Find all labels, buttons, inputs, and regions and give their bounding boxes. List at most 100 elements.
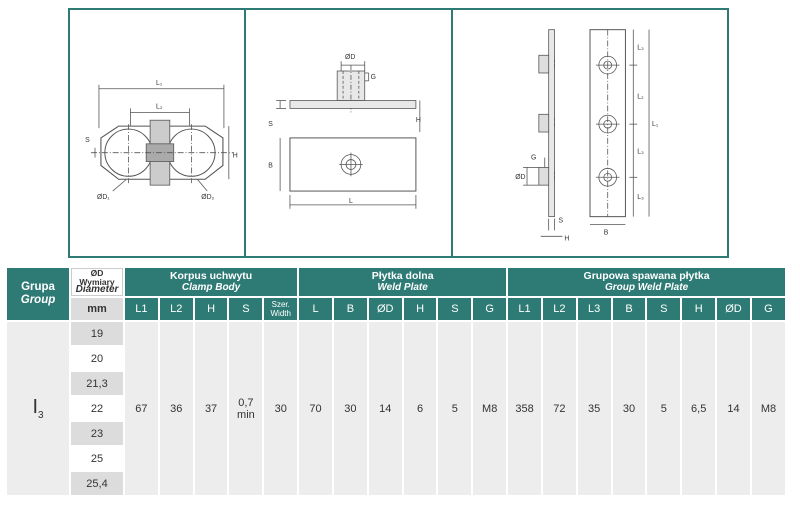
grupa-header: Grupa Group — [7, 268, 69, 320]
col-weld-h: H — [403, 298, 437, 320]
clamp-body-title-en: Clamp Body — [181, 282, 241, 293]
weld-plate-svg: ØD G S H B L — [268, 54, 421, 209]
col-group-g: G — [751, 298, 785, 320]
diameter-cell: 21,3 — [71, 372, 123, 395]
label-h: H — [416, 117, 421, 124]
col-group-l2: L2 — [542, 298, 576, 320]
col-weld-b: B — [333, 298, 367, 320]
value-clamp-width: 30 — [264, 322, 298, 495]
diameter-header-line1: ØD — [90, 268, 104, 279]
value-group-g: M8 — [751, 322, 785, 495]
label-d: ØD — [345, 54, 355, 61]
col-clamp-s: S — [229, 298, 263, 320]
col-weld-l: L — [299, 298, 332, 320]
weld-plate-title-pl: Płytka dolna — [371, 270, 434, 282]
col-clamp-width: Szer. Width — [264, 298, 298, 320]
group-value-cell: I3 — [7, 322, 69, 495]
diameter-header-line2: Wymiary — [79, 276, 115, 287]
label-l: L — [349, 198, 353, 205]
spec-table: Grupa Group ØD Wymiary Diameter Korpus u… — [5, 266, 787, 497]
col-group-l1: L1 — [508, 298, 541, 320]
width-label-en: Width — [270, 309, 291, 318]
spec-table-wrapper: Grupa Group ØD Wymiary Diameter Korpus u… — [5, 266, 787, 497]
label-d1: ØD₁ — [97, 194, 110, 201]
grupa-label-pl: Grupa — [21, 281, 55, 293]
value-group-l3: 35 — [577, 322, 611, 495]
value-weld-h: 6 — [403, 322, 437, 495]
col-weld-d: ØD — [368, 298, 402, 320]
diameter-cell: 25 — [71, 447, 123, 470]
value-clamp-s: 0,7 min — [229, 322, 263, 495]
diameter-header: ØD Wymiary Diameter — [71, 268, 123, 296]
value-group-s: 5 — [647, 322, 681, 495]
value-clamp-l1: 67 — [125, 322, 158, 495]
col-weld-s: S — [438, 298, 472, 320]
group-plate-drawing: ØD G L₃ L₂ L₃ L₁ L₃ S H B — [451, 10, 727, 256]
col-clamp-h: H — [194, 298, 228, 320]
label-l3-bottom: L₃ — [637, 194, 644, 201]
group-weld-plate-title-en: Group Weld Plate — [604, 282, 689, 293]
grupa-label-en: Group — [20, 294, 56, 306]
diameter-cell: 19 — [71, 322, 123, 345]
group-plate-svg: ØD G L₃ L₂ L₃ L₁ L₃ S H B — [515, 29, 659, 242]
weld-plate-title-en: Weld Plate — [377, 282, 428, 293]
label-l1: L₁ — [156, 80, 163, 87]
label-l2: L₂ — [156, 103, 163, 110]
diameter-header-line3: Diameter — [75, 284, 119, 296]
label-l1: L₁ — [652, 121, 659, 128]
col-weld-g: G — [473, 298, 507, 320]
label-s: S — [85, 137, 90, 144]
value-weld-l: 70 — [299, 322, 332, 495]
group-weld-plate-group-header: Grupowa spawana płytka Group Weld Plate — [508, 268, 785, 296]
label-d2: ØD₂ — [201, 194, 214, 201]
col-clamp-l1: L1 — [125, 298, 158, 320]
drawings-frame: L₁ L₂ S H ØD₁ ØD₂ — [68, 8, 729, 258]
col-group-h: H — [682, 298, 716, 320]
clamp-body-svg: L₁ L₂ S H ØD₁ ØD₂ — [85, 80, 238, 201]
weld-plate-drawing: ØD G S H B L — [244, 10, 451, 256]
label-s: S — [559, 218, 564, 225]
col-group-b: B — [612, 298, 646, 320]
value-group-b: 30 — [612, 322, 646, 495]
diameter-cell: 23 — [71, 422, 123, 445]
value-weld-s: 5 — [438, 322, 472, 495]
diameter-cell: 25,4 — [71, 472, 123, 495]
label-g: G — [531, 155, 536, 162]
value-group-l1: 358 — [508, 322, 541, 495]
width-label-pl: Szer. — [271, 300, 290, 309]
value-clamp-l2: 36 — [159, 322, 193, 495]
label-h: H — [233, 153, 238, 160]
label-l3-mid: L₃ — [637, 149, 644, 156]
col-group-l3: L3 — [577, 298, 611, 320]
label-l2: L₂ — [637, 94, 644, 101]
value-weld-g: M8 — [473, 322, 507, 495]
value-clamp-h: 37 — [194, 322, 228, 495]
mm-unit-header: mm — [71, 298, 123, 320]
s-value: 0,7 — [238, 396, 254, 409]
group-letter: I — [32, 396, 38, 418]
diameter-cell: 22 — [71, 397, 123, 420]
clamp-body-title-pl: Korpus uchwytu — [169, 270, 253, 282]
value-weld-d: 14 — [368, 322, 402, 495]
group-weld-plate-title-pl: Grupowa spawana płytka — [583, 270, 710, 282]
col-clamp-l2: L2 — [159, 298, 193, 320]
label-l3-top: L₃ — [637, 44, 644, 51]
label-d: ØD — [515, 174, 525, 181]
weld-plate-group-header: Płytka dolna Weld Plate — [299, 268, 507, 296]
label-b: B — [604, 229, 609, 236]
label-b: B — [268, 162, 273, 169]
clamp-body-drawing: L₁ L₂ S H ØD₁ ØD₂ — [70, 10, 244, 256]
label-s: S — [268, 121, 273, 128]
clamp-body-group-header: Korpus uchwytu Clamp Body — [125, 268, 298, 296]
value-group-l2: 72 — [542, 322, 576, 495]
diameter-cell: 20 — [71, 347, 123, 370]
label-g: G — [371, 74, 376, 81]
group-subscript: 3 — [38, 410, 44, 421]
value-group-h: 6,5 — [682, 322, 716, 495]
label-h: H — [564, 235, 569, 242]
value-group-d: 14 — [717, 322, 750, 495]
value-weld-b: 30 — [333, 322, 367, 495]
s-unit: min — [237, 408, 255, 421]
col-group-s: S — [647, 298, 681, 320]
col-group-d: ØD — [717, 298, 750, 320]
